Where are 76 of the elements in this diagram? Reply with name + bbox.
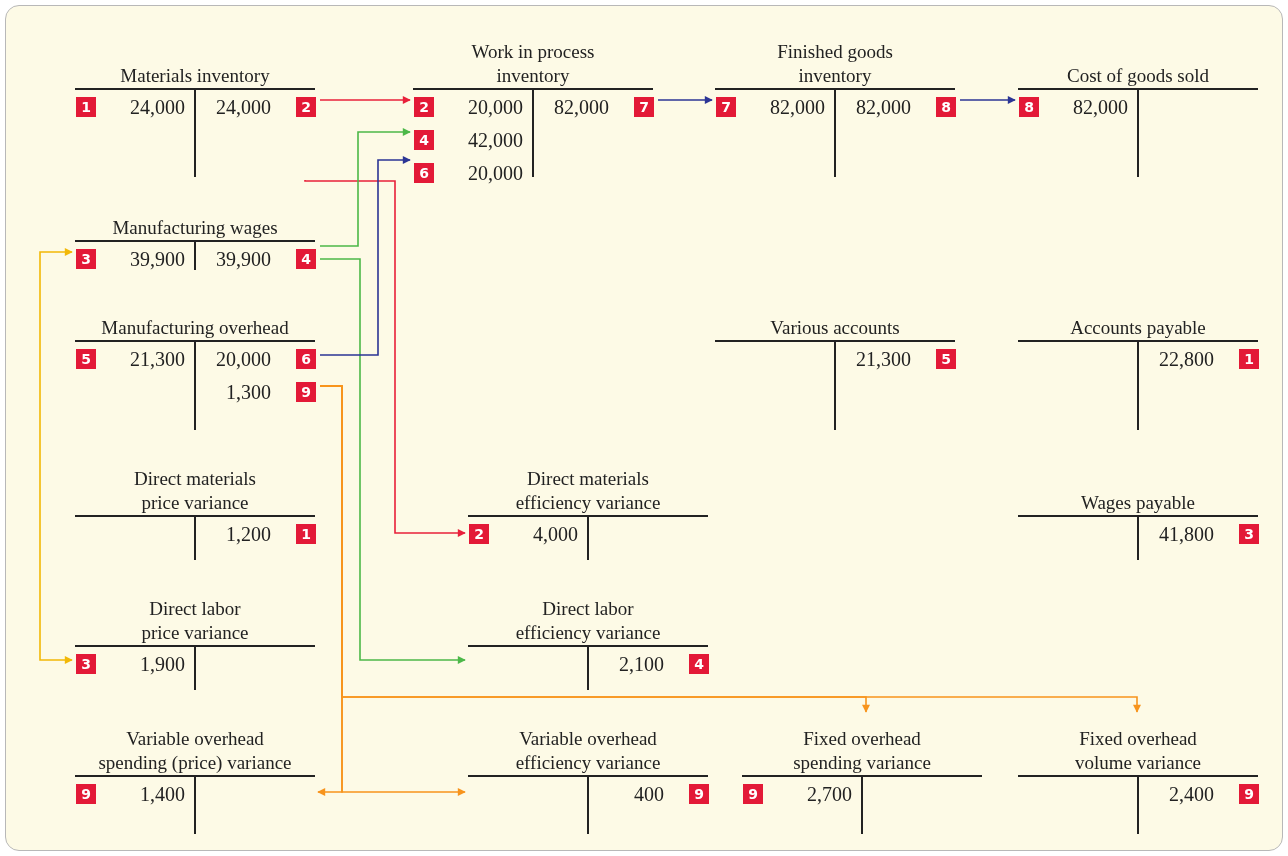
amount: 82,000 xyxy=(553,95,609,120)
amount: 20,000 xyxy=(467,161,523,186)
callout-number: 9 xyxy=(689,784,709,804)
callout-number: 6 xyxy=(296,349,316,369)
account-title: Work in process inventory xyxy=(470,40,596,88)
callout-number: 3 xyxy=(76,654,96,674)
callout-number: 5 xyxy=(936,349,956,369)
amount: 82,000 xyxy=(769,95,825,120)
callout-number: 1 xyxy=(76,97,96,117)
callout-number: 9 xyxy=(1239,784,1259,804)
account-title: Manufacturing overhead xyxy=(100,316,290,340)
amount: 22,800 xyxy=(1158,347,1214,372)
callout-number: 5 xyxy=(76,349,96,369)
amount: 42,000 xyxy=(467,128,523,153)
callout-number: 9 xyxy=(296,382,316,402)
callout-number: 3 xyxy=(76,249,96,269)
account-title: Various accounts xyxy=(769,316,901,340)
callout-number: 7 xyxy=(716,97,736,117)
arrow xyxy=(319,128,411,247)
account-title: Direct materials price variance xyxy=(133,467,257,515)
account-title: Fixed overhead spending variance xyxy=(792,727,932,775)
amount: 21,300 xyxy=(129,347,185,372)
amount: 24,000 xyxy=(215,95,271,120)
amount: 21,300 xyxy=(855,347,911,372)
arrow xyxy=(959,96,1016,104)
arrow xyxy=(319,96,411,104)
arrow xyxy=(304,179,466,537)
account-title: Direct labor price variance xyxy=(140,597,250,645)
account-title: Accounts payable xyxy=(1069,316,1207,340)
amount: 1,900 xyxy=(139,652,185,677)
callout-number: 9 xyxy=(743,784,763,804)
amount: 1,400 xyxy=(139,782,185,807)
amount: 24,000 xyxy=(129,95,185,120)
callout-number: 1 xyxy=(296,524,316,544)
account-title: Variable overhead efficiency variance xyxy=(514,727,662,775)
amount: 82,000 xyxy=(855,95,911,120)
arrow xyxy=(39,248,73,664)
account-title: Manufacturing wages xyxy=(111,216,279,240)
amount: 82,000 xyxy=(1072,95,1128,120)
callout-number: 2 xyxy=(296,97,316,117)
amount: 1,200 xyxy=(225,522,271,547)
amount: 4,000 xyxy=(532,522,578,547)
arrow xyxy=(319,258,466,664)
arrow xyxy=(319,385,1141,713)
account-title: Finished goods inventory xyxy=(776,40,894,88)
arrow xyxy=(657,96,713,104)
amount: 41,800 xyxy=(1158,522,1214,547)
arrow xyxy=(319,156,411,356)
callout-number: 9 xyxy=(76,784,96,804)
amount: 20,000 xyxy=(467,95,523,120)
amount: 1,300 xyxy=(225,380,271,405)
callout-number: 2 xyxy=(469,524,489,544)
account-title: Variable overhead spending (price) variance xyxy=(97,727,293,775)
amount: 2,100 xyxy=(618,652,664,677)
callout-number: 3 xyxy=(1239,524,1259,544)
callout-number: 4 xyxy=(689,654,709,674)
callout-number: 8 xyxy=(1019,97,1039,117)
account-title: Wages payable xyxy=(1080,491,1196,515)
account-title: Direct labor efficiency variance xyxy=(514,597,662,645)
amount: 39,900 xyxy=(129,247,185,272)
amount: 20,000 xyxy=(215,347,271,372)
callout-number: 1 xyxy=(1239,349,1259,369)
account-title: Materials inventory xyxy=(119,64,271,88)
callout-number: 6 xyxy=(414,163,434,183)
account-title: Cost of goods sold xyxy=(1066,64,1210,88)
callout-number: 7 xyxy=(634,97,654,117)
callout-number: 8 xyxy=(936,97,956,117)
account-title: Direct materials efficiency variance xyxy=(514,467,662,515)
account-title: Fixed overhead volume variance xyxy=(1073,727,1203,775)
callout-number: 4 xyxy=(296,249,316,269)
amount: 400 xyxy=(633,782,664,807)
callout-number: 2 xyxy=(414,97,434,117)
amount: 2,400 xyxy=(1168,782,1214,807)
amount: 39,900 xyxy=(215,247,271,272)
callout-number: 4 xyxy=(414,130,434,150)
amount: 2,700 xyxy=(806,782,852,807)
